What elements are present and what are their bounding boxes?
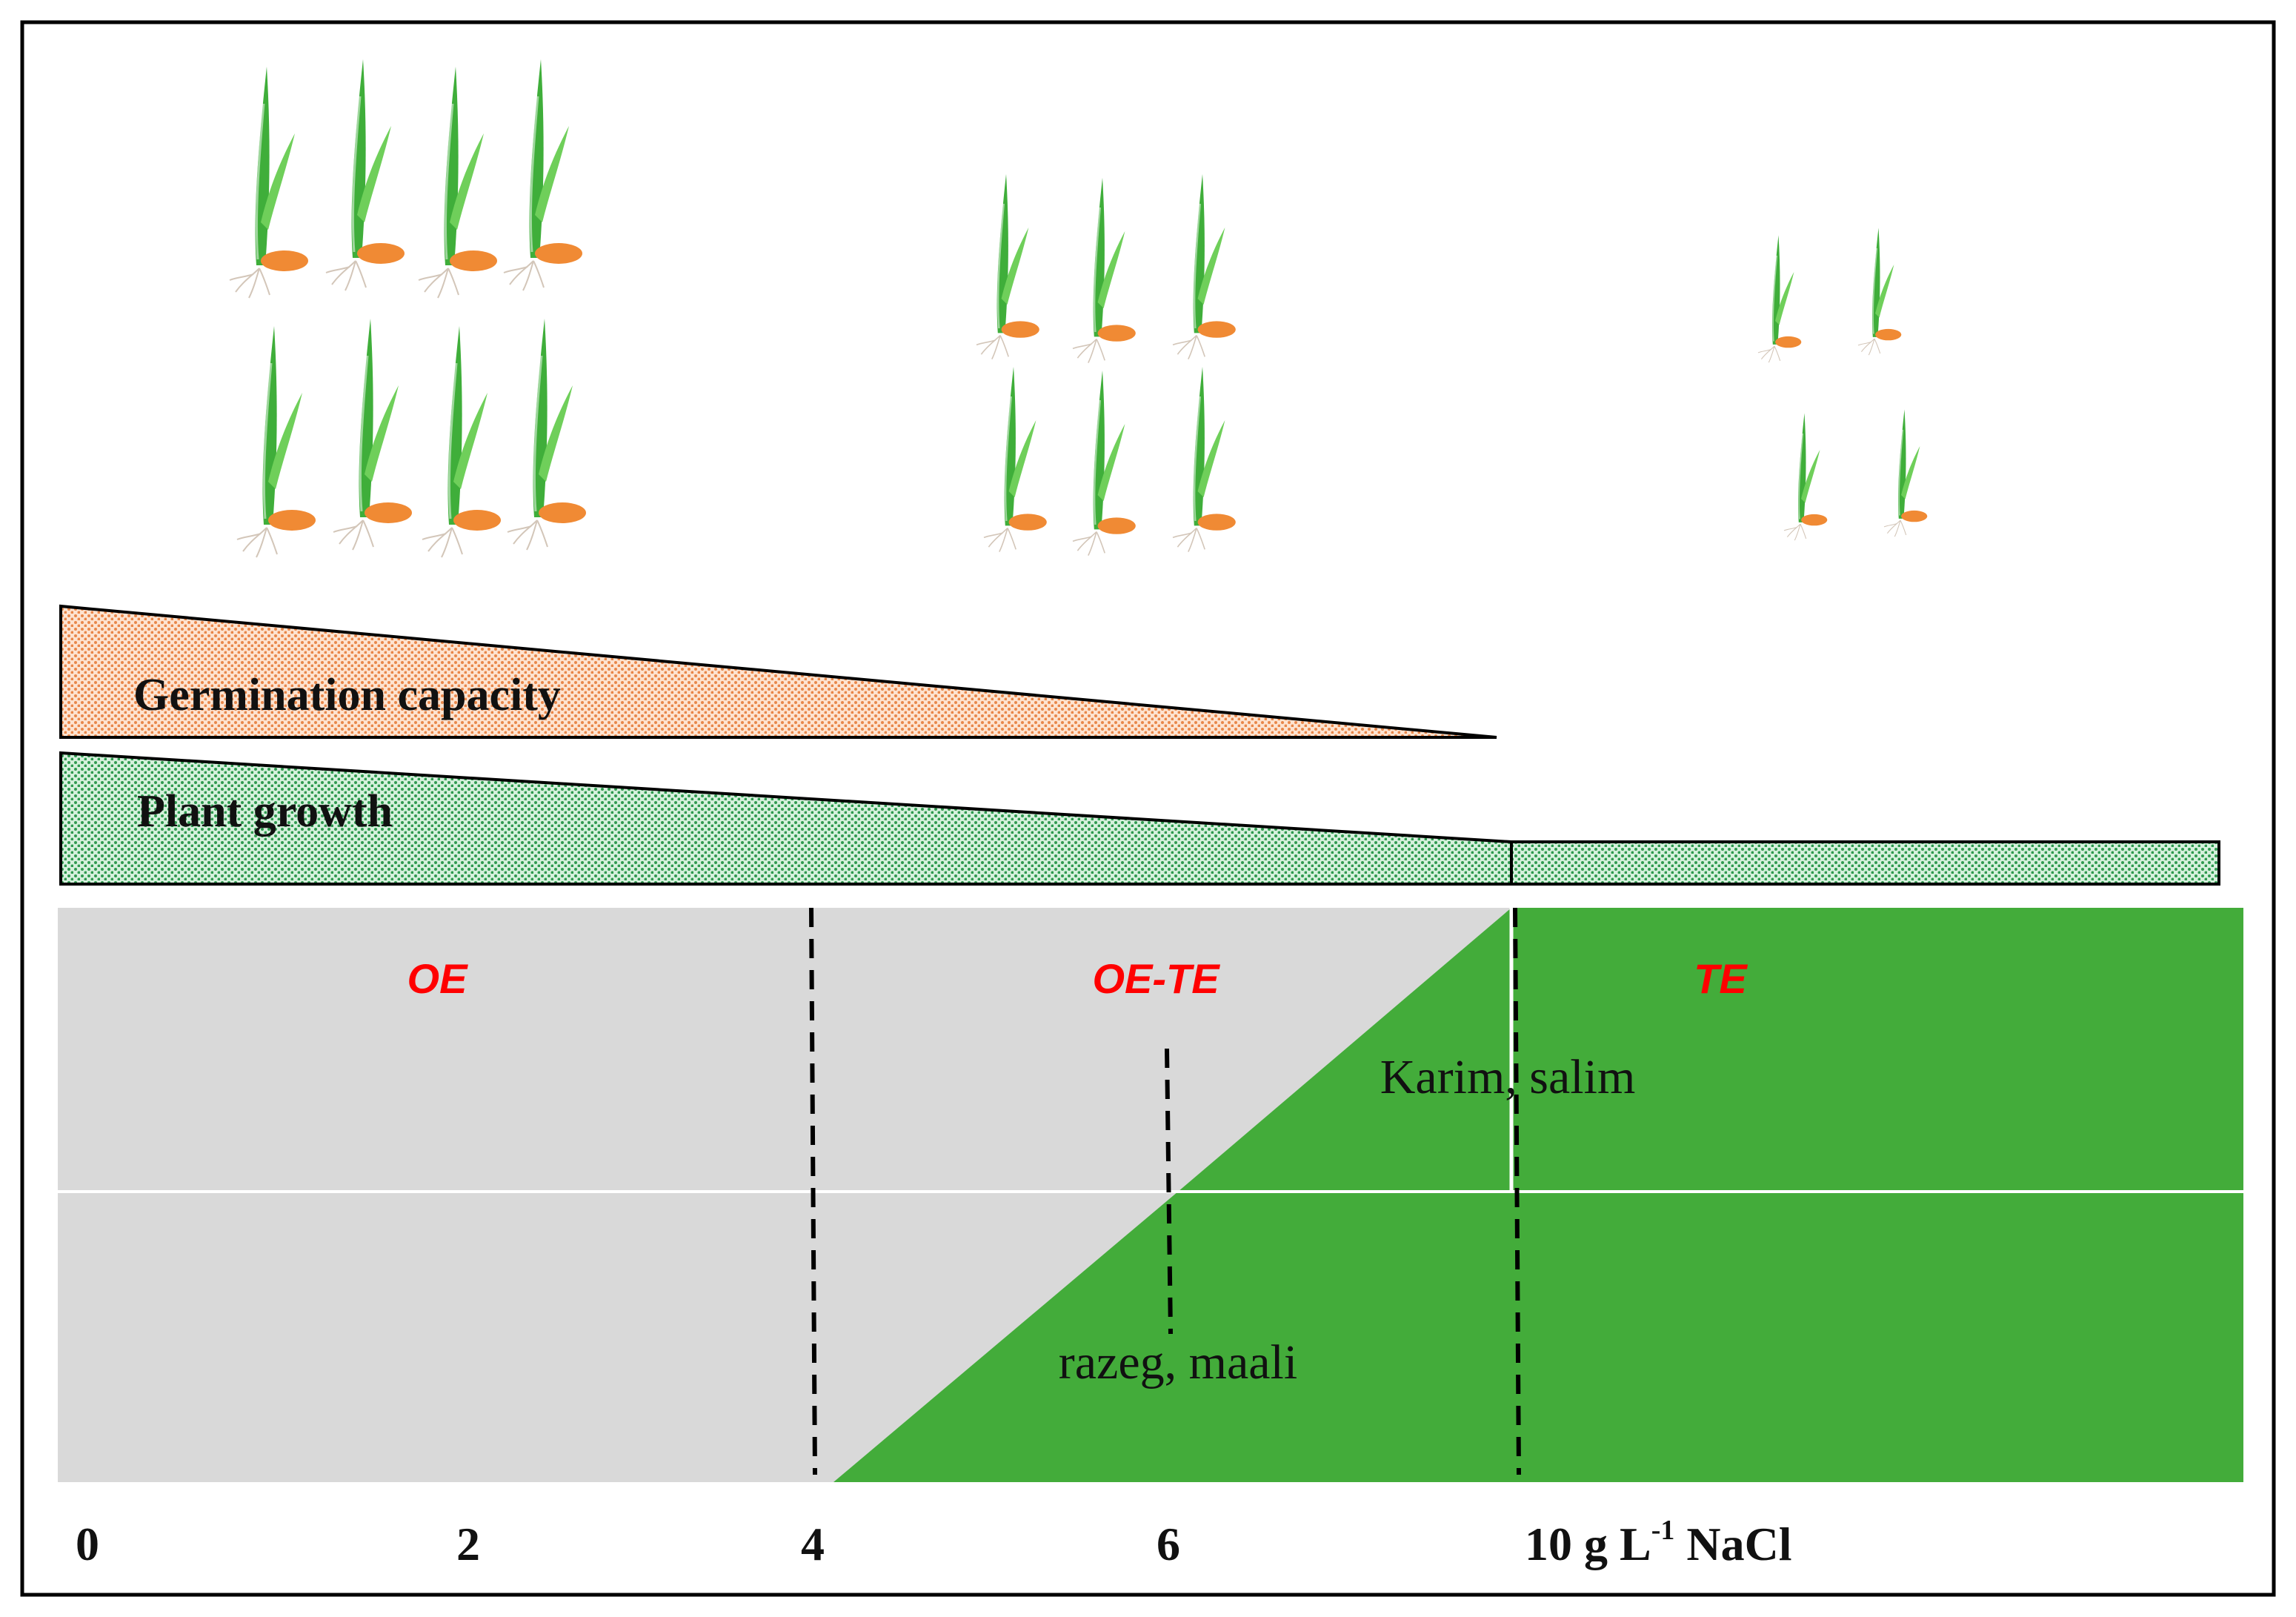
tolerance-zone-lower [833, 1192, 2243, 1482]
zone-label-te: TE [1694, 955, 1748, 1002]
axis-tick-label: 0 [76, 1518, 99, 1570]
seedling-icon [1857, 227, 1903, 356]
axis-end-label: 10 g L-1 NaCl [1525, 1515, 1792, 1570]
axis-tick-label: 4 [801, 1518, 825, 1570]
axis-tick-label: 6 [1157, 1518, 1180, 1570]
seedlings-low-salinity [228, 58, 588, 559]
seedling-icon [1171, 365, 1237, 553]
threshold-line-10 [1513, 907, 1521, 1475]
seedling-icon [421, 325, 502, 559]
variety-label-lower: razeg, maali [1059, 1335, 1297, 1389]
zone-label-oe: OE [407, 955, 469, 1002]
zone-label-oe-te: OE-TE [1092, 955, 1220, 1002]
tolerance-zone-upper [1178, 908, 2243, 1192]
seedling-icon [332, 317, 413, 551]
threshold-line-6 [1165, 1048, 1173, 1335]
seedling-icon [975, 173, 1041, 360]
seedling-icon [236, 325, 317, 559]
seedling-icon [417, 65, 499, 299]
seedling-icon [1783, 412, 1829, 541]
seedling-icon [1071, 369, 1137, 557]
seedling-icon [228, 65, 310, 299]
seedling-icon [1171, 173, 1237, 360]
axis-end-value: 10 g L [1525, 1518, 1651, 1570]
seedling-icon [1883, 408, 1929, 537]
axis-end-unit: NaCl [1686, 1518, 1791, 1570]
germination-capacity-wedge [59, 604, 1497, 739]
axis-end-superscript: -1 [1651, 1515, 1675, 1546]
seedling-icon [1757, 234, 1803, 363]
seedling-icon [325, 58, 406, 292]
threshold-line-4 [809, 907, 817, 1475]
seedling-icon [506, 317, 588, 551]
seedling-icon [502, 58, 584, 292]
variety-label-upper: Karim, salim [1380, 1050, 1636, 1104]
seedling-icon [982, 365, 1048, 553]
figure-frame [20, 20, 2276, 1597]
plant-growth-bar [1510, 840, 2220, 886]
seedling-icon [1071, 176, 1137, 364]
seedlings-medium-salinity [975, 173, 1237, 557]
seedlings-high-salinity [1757, 227, 1929, 541]
axis-tick-label: 2 [456, 1518, 480, 1570]
germination-capacity-label: Germination capacity [133, 670, 561, 720]
plant-growth-label: Plant growth [137, 786, 393, 837]
